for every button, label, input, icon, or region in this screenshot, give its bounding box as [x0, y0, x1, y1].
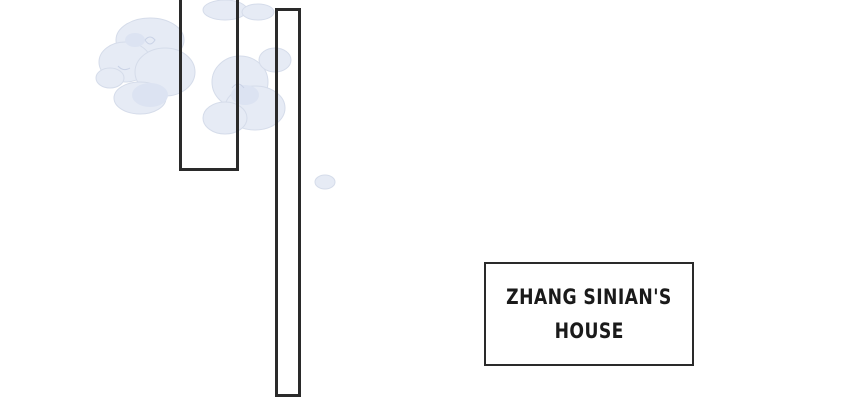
- panel-frame-right: [275, 8, 301, 397]
- caption-line-1: ZHANG SINIAN'S: [506, 285, 672, 309]
- caption-line-2: HOUSE: [554, 319, 624, 343]
- location-caption-box: ZHANG SINIAN'S HOUSE: [484, 262, 694, 366]
- panel-frame-left: [179, 0, 239, 171]
